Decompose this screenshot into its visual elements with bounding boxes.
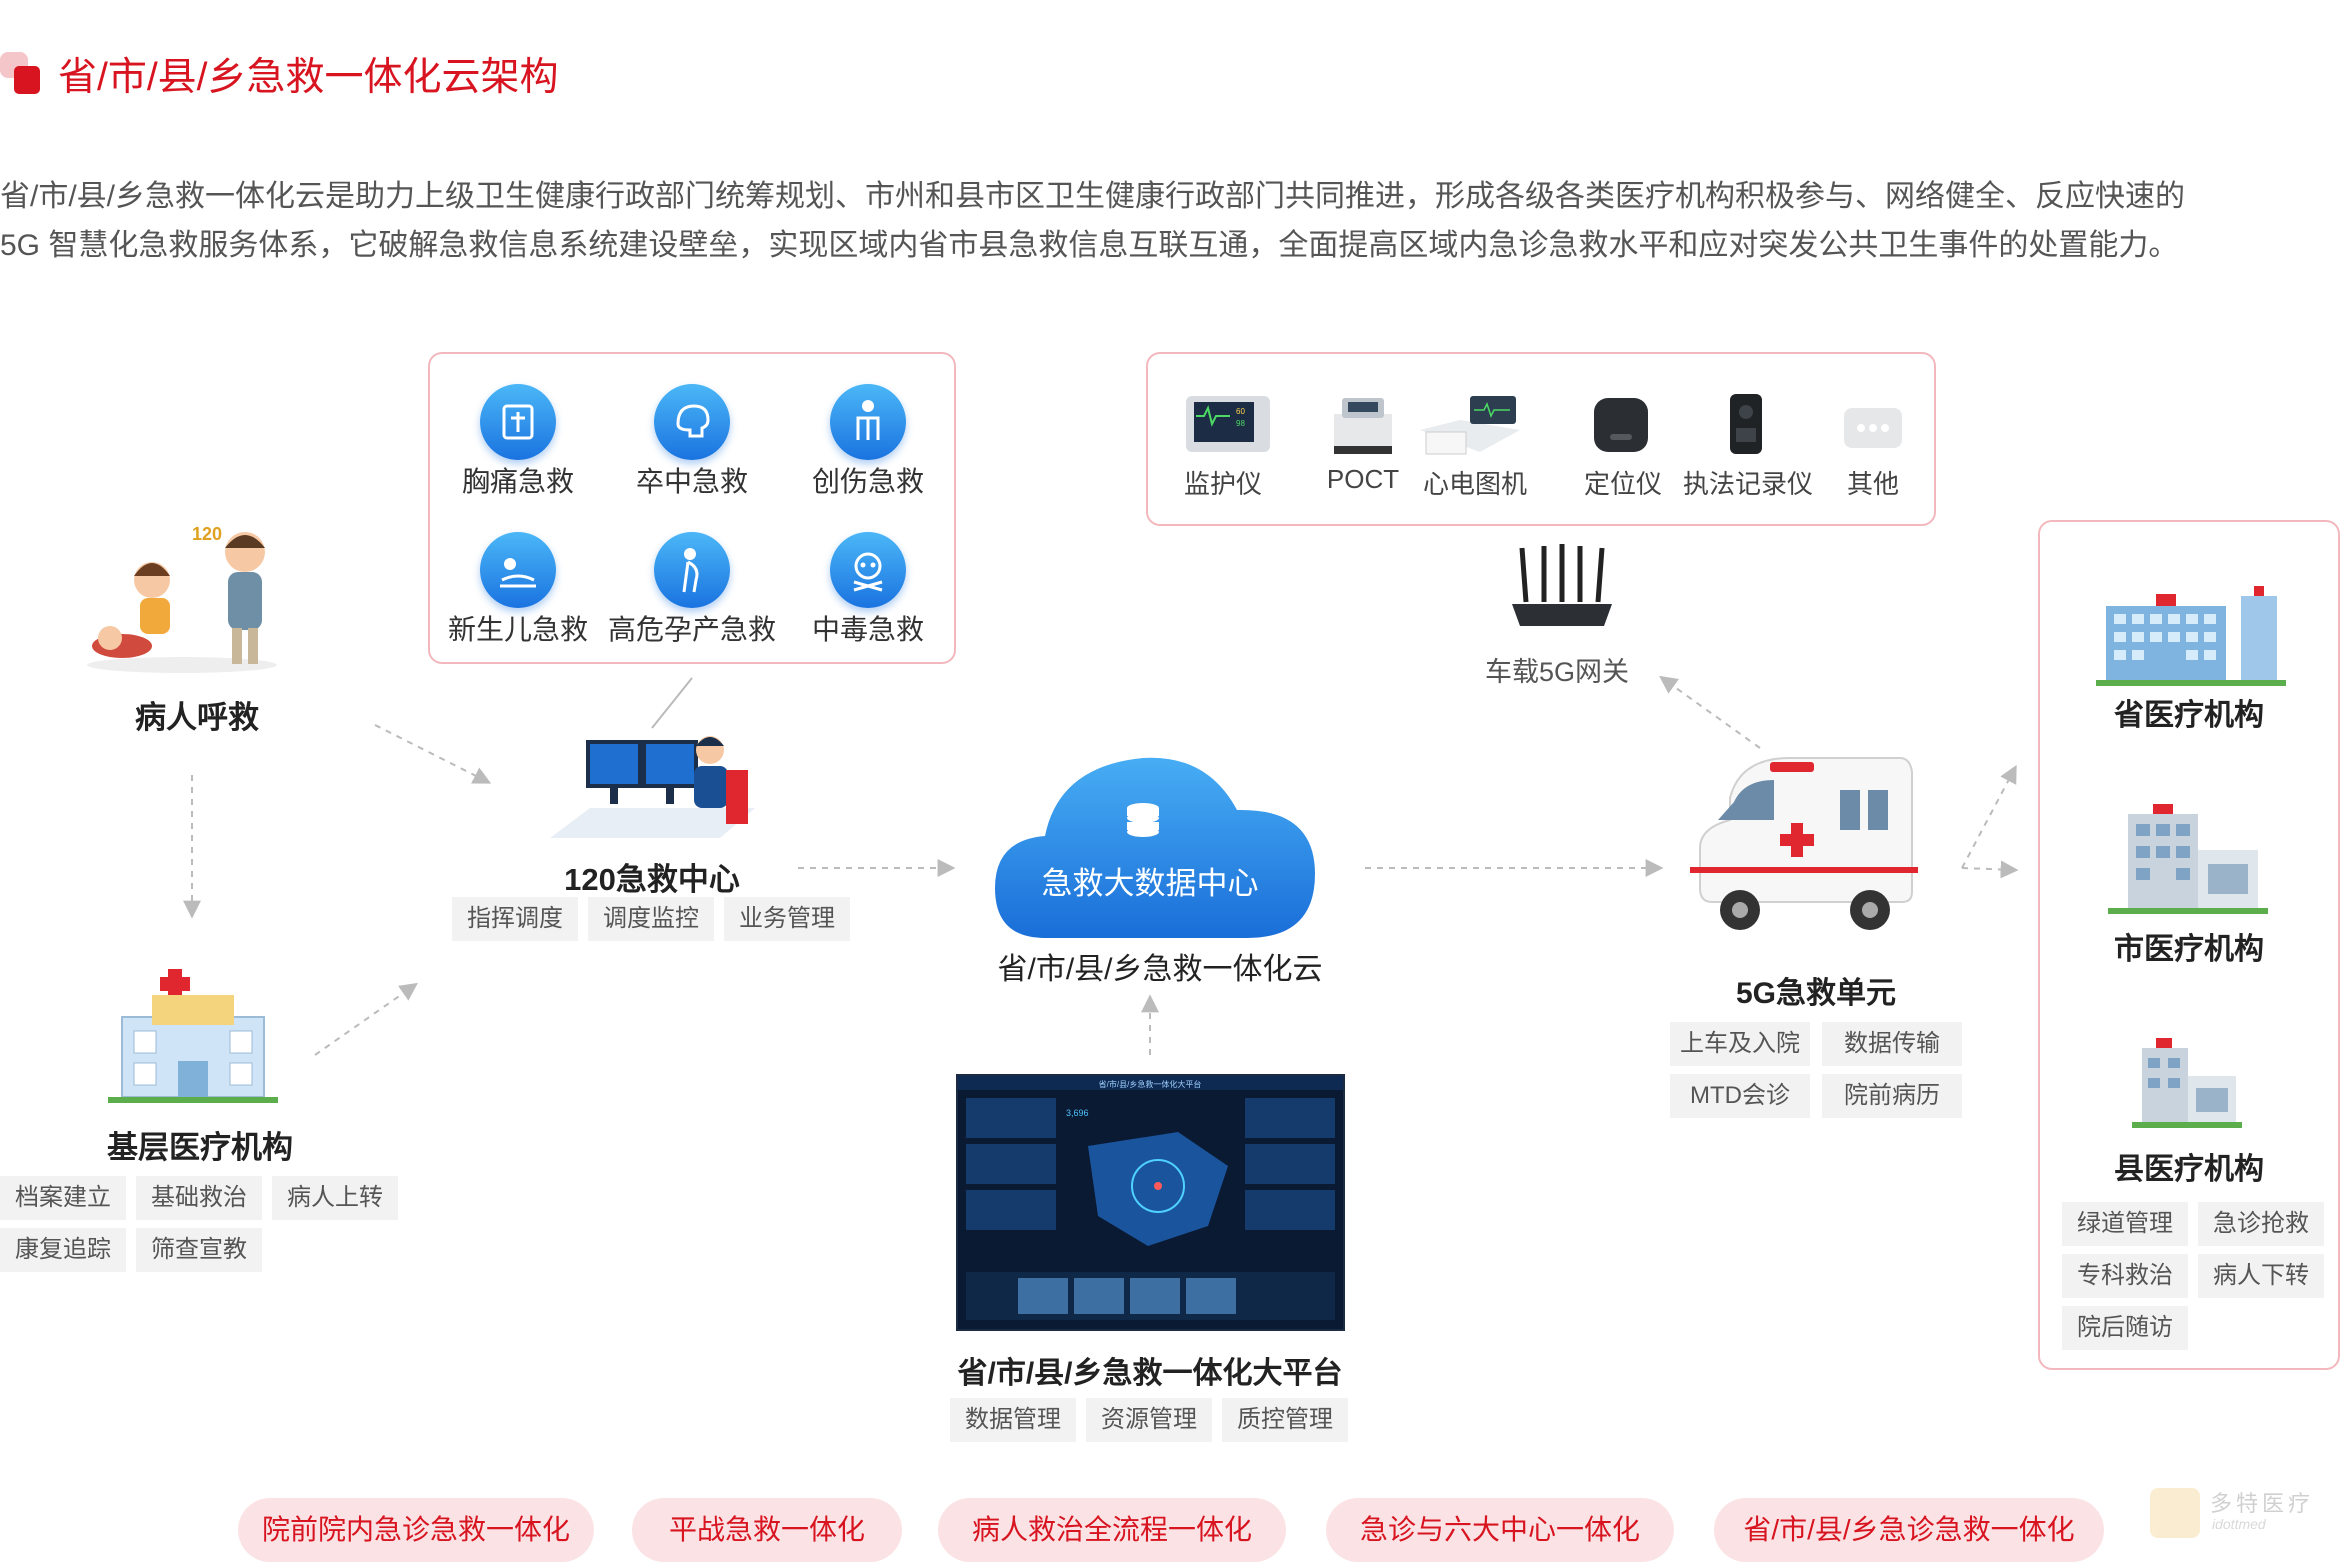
- stroke-brain-icon: [654, 384, 730, 460]
- ecg-device-icon: [1416, 390, 1532, 463]
- cloud-shape: 急救大数据中心: [995, 748, 1315, 938]
- patient-label: 病人呼救: [135, 700, 259, 735]
- emergency-type-label: 卒中急救: [635, 466, 748, 497]
- chest-pain-icon: [480, 384, 556, 460]
- ambulance-tag-4: 院前病历: [1822, 1074, 1962, 1118]
- province-hospital-label: 省医疗机构: [2114, 699, 2264, 732]
- hospital-tag-5: 院后随访: [2062, 1306, 2188, 1350]
- panel-connector: [651, 677, 693, 729]
- hospital-tag-4: 病人下转: [2198, 1254, 2324, 1298]
- device-label: 其他: [1846, 469, 1899, 499]
- emergency-type-label: 高危孕产急救: [607, 614, 776, 645]
- page-title: 省/市/县/乡急救一体化云架构: [58, 56, 559, 99]
- device-label: 监护仪: [1183, 469, 1262, 499]
- locator-device-icon: [1588, 394, 1654, 461]
- integration-pill: 病人救治全流程一体化: [938, 1498, 1286, 1562]
- poct-device-icon: [1328, 394, 1398, 461]
- integration-pill: 急诊与六大中心一体化: [1326, 1498, 1674, 1562]
- clinic-illustration: [108, 965, 278, 1105]
- watermark-text: 多特医疗: [2210, 1491, 2315, 1516]
- integration-pill: 院前院内急诊急救一体化: [238, 1498, 594, 1562]
- center120-label: 120急救中心: [564, 862, 740, 897]
- platform-label: 省/市/县/乡急救一体化大平台: [957, 1357, 1343, 1390]
- county-hospital-icon: [2132, 1036, 2242, 1133]
- bodycam-device-icon: [1726, 390, 1766, 463]
- emergency-type-label: 中毒急救: [811, 614, 924, 645]
- grassroots-tag-1: 档案建立: [0, 1176, 126, 1220]
- emergency-type-label: 创伤急救: [811, 466, 924, 497]
- intro-paragraph: 省/市/县/乡急救一体化云是助力上级卫生健康行政部门统筹规划、市州和县市区卫生健…: [0, 180, 2186, 262]
- integration-pill: 省/市/县/乡急诊急救一体化: [1714, 1498, 2104, 1562]
- grassroots-tag-4: 康复追踪: [0, 1228, 126, 1272]
- watermark-logo-icon: [2150, 1488, 2200, 1538]
- grassroots-tag-2: 基础救治: [136, 1176, 262, 1220]
- center120-tag-1: 指挥调度: [452, 897, 578, 941]
- trauma-icon: [830, 384, 906, 460]
- device-label: 定位仪: [1583, 469, 1662, 499]
- platform-tag-3: 质控管理: [1222, 1398, 1348, 1442]
- arrow-ambulance-to-hospital: [1961, 860, 2019, 879]
- emergency-type-label: 胸痛急救: [461, 466, 574, 497]
- gateway-device-icon: [1508, 544, 1616, 634]
- center120-tag-3: 业务管理: [724, 897, 850, 941]
- platform-dashboard-screen: 省/市/县/乡急救一体化大平台 3,696: [956, 1074, 1345, 1331]
- watermark-logo: 多特医疗 idottmed: [2150, 1484, 2330, 1540]
- emergency-types-panel: 胸痛急救 卒中急救 创伤急救 新生儿急救 高危孕产急救 中毒急救: [428, 352, 956, 664]
- svg-text:98: 98: [1236, 419, 1245, 428]
- cloud-inner-label: 急救大数据中心: [1041, 866, 1259, 901]
- grassroots-tag-5: 筛查宣教: [136, 1228, 262, 1272]
- dispatch-center-illustration: [550, 728, 755, 848]
- device-label: 心电图机: [1422, 469, 1527, 499]
- arrow-grassroots-to-120: [314, 982, 418, 1056]
- pregnancy-icon: [654, 532, 730, 608]
- svg-text:60: 60: [1236, 407, 1245, 416]
- ambulance-tag-3: MTD会诊: [1670, 1074, 1810, 1118]
- title-marker: [0, 52, 40, 96]
- ambulance-illustration: [1690, 750, 1918, 935]
- ambulance-label: 5G急救单元: [1735, 977, 1897, 1010]
- grassroots-tag-3: 病人上转: [272, 1176, 398, 1220]
- svg-text:3,696: 3,696: [1066, 1108, 1089, 1118]
- device-label: POCT: [1326, 464, 1400, 494]
- province-hospital-icon: [2096, 586, 2286, 691]
- ambulance-tag-1: 上车及入院: [1670, 1022, 1810, 1066]
- svg-text:120: 120: [192, 524, 222, 544]
- hospitals-panel: 省医疗机构 市医疗机构 县医疗机构 绿道管理 急诊抢救 专科救治 病人下转 院后…: [2038, 520, 2340, 1370]
- ambulance-tag-2: 数据传输: [1822, 1022, 1962, 1066]
- emergency-type-label: 新生儿急救: [447, 614, 588, 645]
- city-hospital-label: 市医疗机构: [2114, 933, 2264, 966]
- more-icon: [1844, 408, 1902, 448]
- poison-skull-icon: [830, 532, 906, 608]
- platform-tag-1: 数据管理: [950, 1398, 1076, 1442]
- arrow-ambulance-to-gateway: [1659, 675, 1761, 749]
- device-label: 执法记录仪: [1682, 469, 1813, 499]
- svg-text:省/市/县/乡急救一体化大平台: 省/市/县/乡急救一体化大平台: [1099, 1079, 1202, 1089]
- hospital-tag-2: 急诊抢救: [2198, 1202, 2324, 1246]
- county-hospital-label: 县医疗机构: [2114, 1153, 2264, 1186]
- city-hospital-icon: [2108, 804, 2268, 919]
- platform-tag-2: 资源管理: [1086, 1398, 1212, 1442]
- hospital-tag-3: 专科救治: [2062, 1254, 2188, 1298]
- gateway-label: 车载5G网关: [1484, 657, 1630, 687]
- patient-illustration: 120: [82, 510, 292, 675]
- hospital-tag-1: 绿道管理: [2062, 1202, 2188, 1246]
- cloud-label: 省/市/县/乡急救一体化云: [997, 953, 1323, 986]
- center120-tag-2: 调度监控: [588, 897, 714, 941]
- integration-pill: 平战急救一体化: [632, 1498, 902, 1562]
- newborn-icon: [480, 532, 556, 608]
- watermark-subtext: idottmed: [2212, 1516, 2266, 1532]
- arrow-patient-to-120: [374, 724, 492, 784]
- arrow-ambulance-to-hospital-up: [1961, 764, 2017, 869]
- grassroots-label: 基层医疗机构: [107, 1130, 293, 1165]
